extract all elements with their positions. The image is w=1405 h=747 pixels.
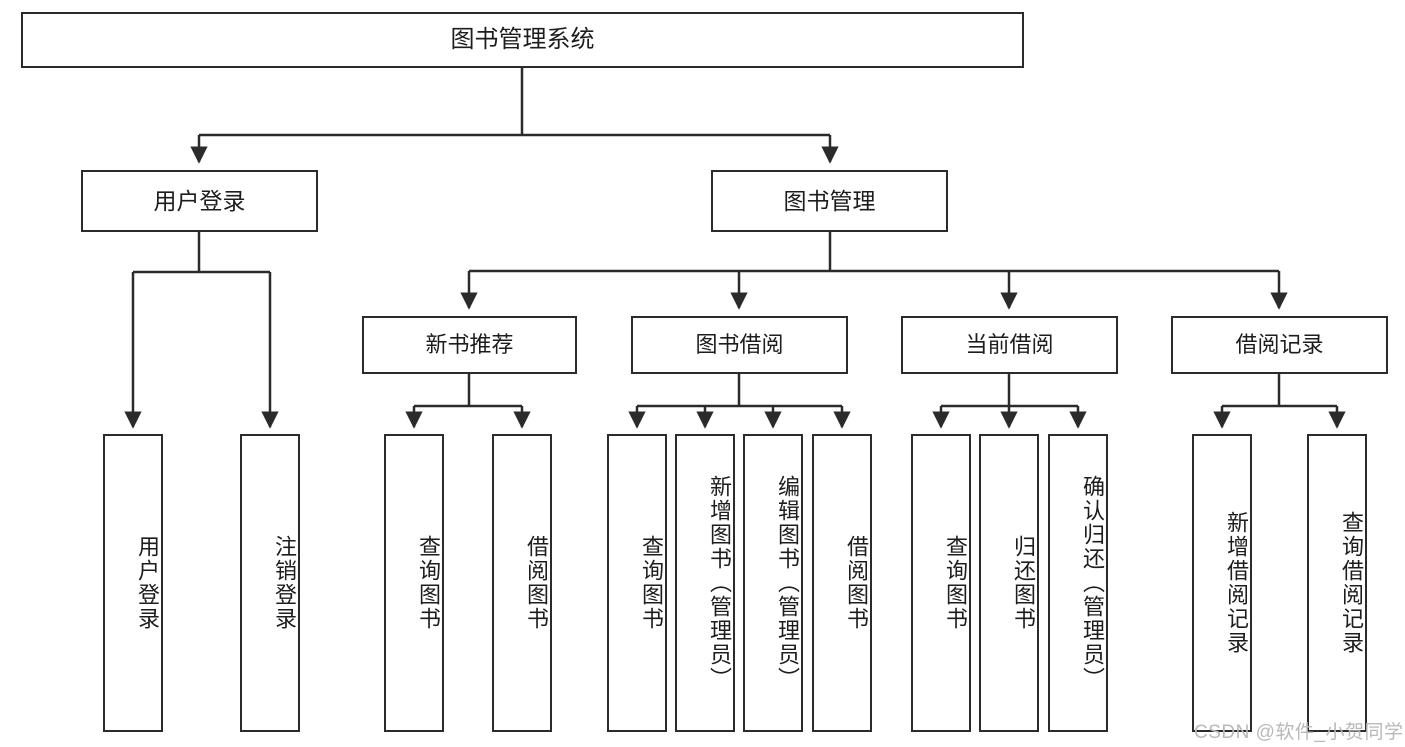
node-user-login-label: 用户登录 <box>153 187 246 214</box>
node-book-management[interactable]: 图书管理 <box>711 170 948 232</box>
node-leaf-query-book-current-label: 查询图书 <box>943 535 968 631</box>
node-leaf-edit-book-admin[interactable]: 编辑图书（管理员） <box>743 434 803 732</box>
node-leaf-logout[interactable]: 注销登录 <box>240 434 300 732</box>
node-new-book-recommendation[interactable]: 新书推荐 <box>362 316 577 374</box>
node-root-book-management-system[interactable]: 图书管理系统 <box>21 12 1024 68</box>
node-leaf-query-book-borrow-label: 查询图书 <box>639 535 664 631</box>
node-leaf-return-book[interactable]: 归还图书 <box>979 434 1039 732</box>
node-leaf-query-book-recommendation[interactable]: 查询图书 <box>384 434 444 732</box>
node-leaf-user-login-label: 用户登录 <box>135 535 160 631</box>
node-book-management-label: 图书管理 <box>783 187 876 214</box>
node-book-borrow-label: 图书借阅 <box>695 332 784 358</box>
csdn-watermark: CSDN @软件_小贺同学 <box>1194 722 1404 743</box>
node-leaf-add-borrow-record-label: 新增借阅记录 <box>1224 511 1249 655</box>
node-leaf-query-book-current[interactable]: 查询图书 <box>911 434 971 732</box>
node-borrow-record-label: 借阅记录 <box>1235 332 1324 358</box>
node-leaf-logout-label: 注销登录 <box>272 535 297 631</box>
node-current-borrow[interactable]: 当前借阅 <box>901 316 1118 374</box>
node-new-book-recommendation-label: 新书推荐 <box>425 332 514 358</box>
node-leaf-add-borrow-record[interactable]: 新增借阅记录 <box>1192 434 1252 732</box>
node-leaf-confirm-return-admin[interactable]: 确认归还（管理员） <box>1048 434 1108 732</box>
node-leaf-borrow-book-label: 借阅图书 <box>844 535 869 631</box>
node-leaf-query-borrow-record-label: 查询借阅记录 <box>1339 511 1364 655</box>
node-leaf-query-borrow-record[interactable]: 查询借阅记录 <box>1307 434 1367 732</box>
node-leaf-borrow-book-recommendation-label: 借阅图书 <box>524 535 549 631</box>
node-leaf-add-book-admin-label: 新增图书（管理员） <box>707 475 732 691</box>
node-book-borrow[interactable]: 图书借阅 <box>631 316 848 374</box>
node-leaf-borrow-book[interactable]: 借阅图书 <box>812 434 872 732</box>
node-current-borrow-label: 当前借阅 <box>965 332 1054 358</box>
node-leaf-query-book-borrow[interactable]: 查询图书 <box>607 434 667 732</box>
node-user-login[interactable]: 用户登录 <box>81 170 318 232</box>
node-root-label: 图书管理系统 <box>450 26 595 53</box>
node-leaf-confirm-return-admin-label: 确认归还（管理员） <box>1080 475 1105 691</box>
node-leaf-query-book-recommendation-label: 查询图书 <box>416 535 441 631</box>
node-leaf-edit-book-admin-label: 编辑图书（管理员） <box>775 475 800 691</box>
node-leaf-return-book-label: 归还图书 <box>1011 535 1036 631</box>
node-leaf-add-book-admin[interactable]: 新增图书（管理员） <box>675 434 735 732</box>
node-borrow-record[interactable]: 借阅记录 <box>1171 316 1388 374</box>
node-leaf-user-login[interactable]: 用户登录 <box>103 434 163 732</box>
node-leaf-borrow-book-recommendation[interactable]: 借阅图书 <box>492 434 552 732</box>
